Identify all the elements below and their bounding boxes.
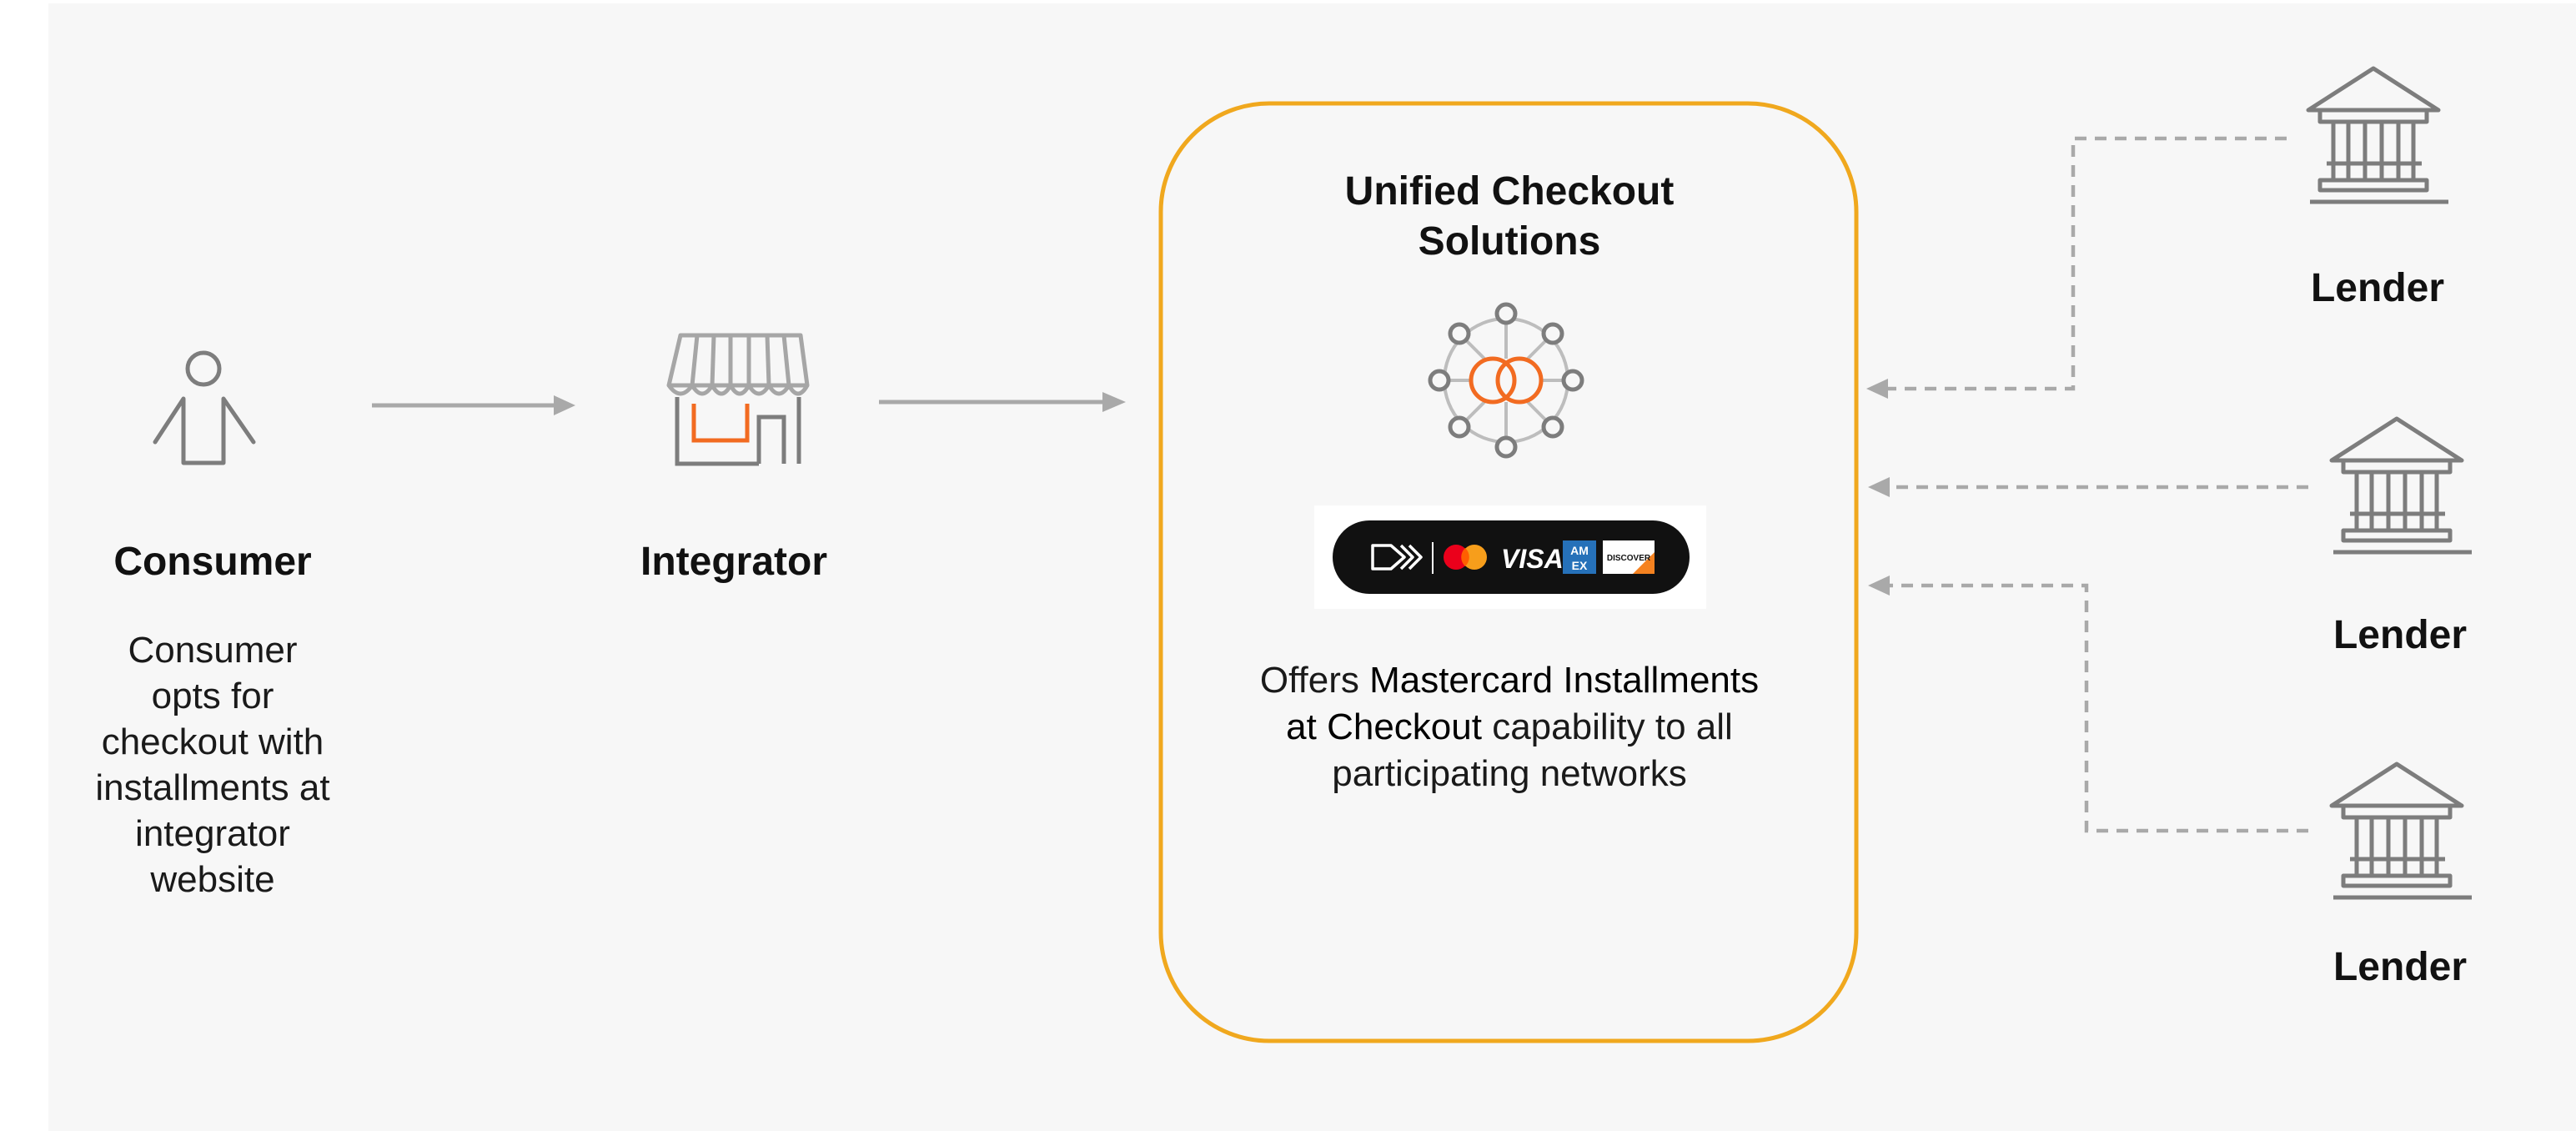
svg-text:DISCOVER: DISCOVER — [1607, 554, 1651, 563]
payment-brands-badge: VISA AM EX DISCOVER — [1314, 505, 1706, 609]
ucs-container — [1158, 101, 1859, 1043]
connector-lender-3 — [1868, 576, 2308, 833]
storefront-icon — [666, 333, 810, 466]
bank-icon — [2329, 416, 2472, 555]
network-hub-icon — [1428, 302, 1584, 459]
integrator-title: Integrator — [640, 540, 827, 584]
lender-label: Lender — [2332, 945, 2468, 989]
connector-lender-1 — [1866, 136, 2287, 399]
discover-logo-icon: DISCOVER — [1603, 540, 1655, 574]
ucs-title: Unified Checkout Solutions — [1344, 169, 1675, 264]
diagram-background — [48, 3, 2576, 1131]
consumer-title: Consumer — [113, 540, 312, 584]
amex-logo-icon: AM EX — [1563, 540, 1596, 574]
bank-icon — [2306, 66, 2448, 204]
consumer-person-icon — [153, 350, 256, 465]
lender-label: Lender — [2310, 266, 2445, 310]
arrow-consumer-to-integrator — [372, 395, 575, 415]
click-to-pay-icon — [1371, 544, 1423, 571]
connector-lender-2 — [1868, 477, 2308, 497]
lender-label: Lender — [2332, 613, 2468, 657]
bank-icon — [2329, 762, 2472, 900]
arrow-integrator-to-ucs — [879, 392, 1126, 412]
consumer-description: Consumer opts for checkout with installm… — [95, 630, 330, 900]
ucs-description: Offers Mastercard Installments at Checko… — [1259, 660, 1760, 794]
svg-text:EX: EX — [1572, 559, 1588, 572]
visa-logo-text: VISA — [1501, 544, 1564, 574]
svg-text:AM: AM — [1570, 544, 1589, 557]
mastercard-logo-icon — [1444, 545, 1487, 570]
